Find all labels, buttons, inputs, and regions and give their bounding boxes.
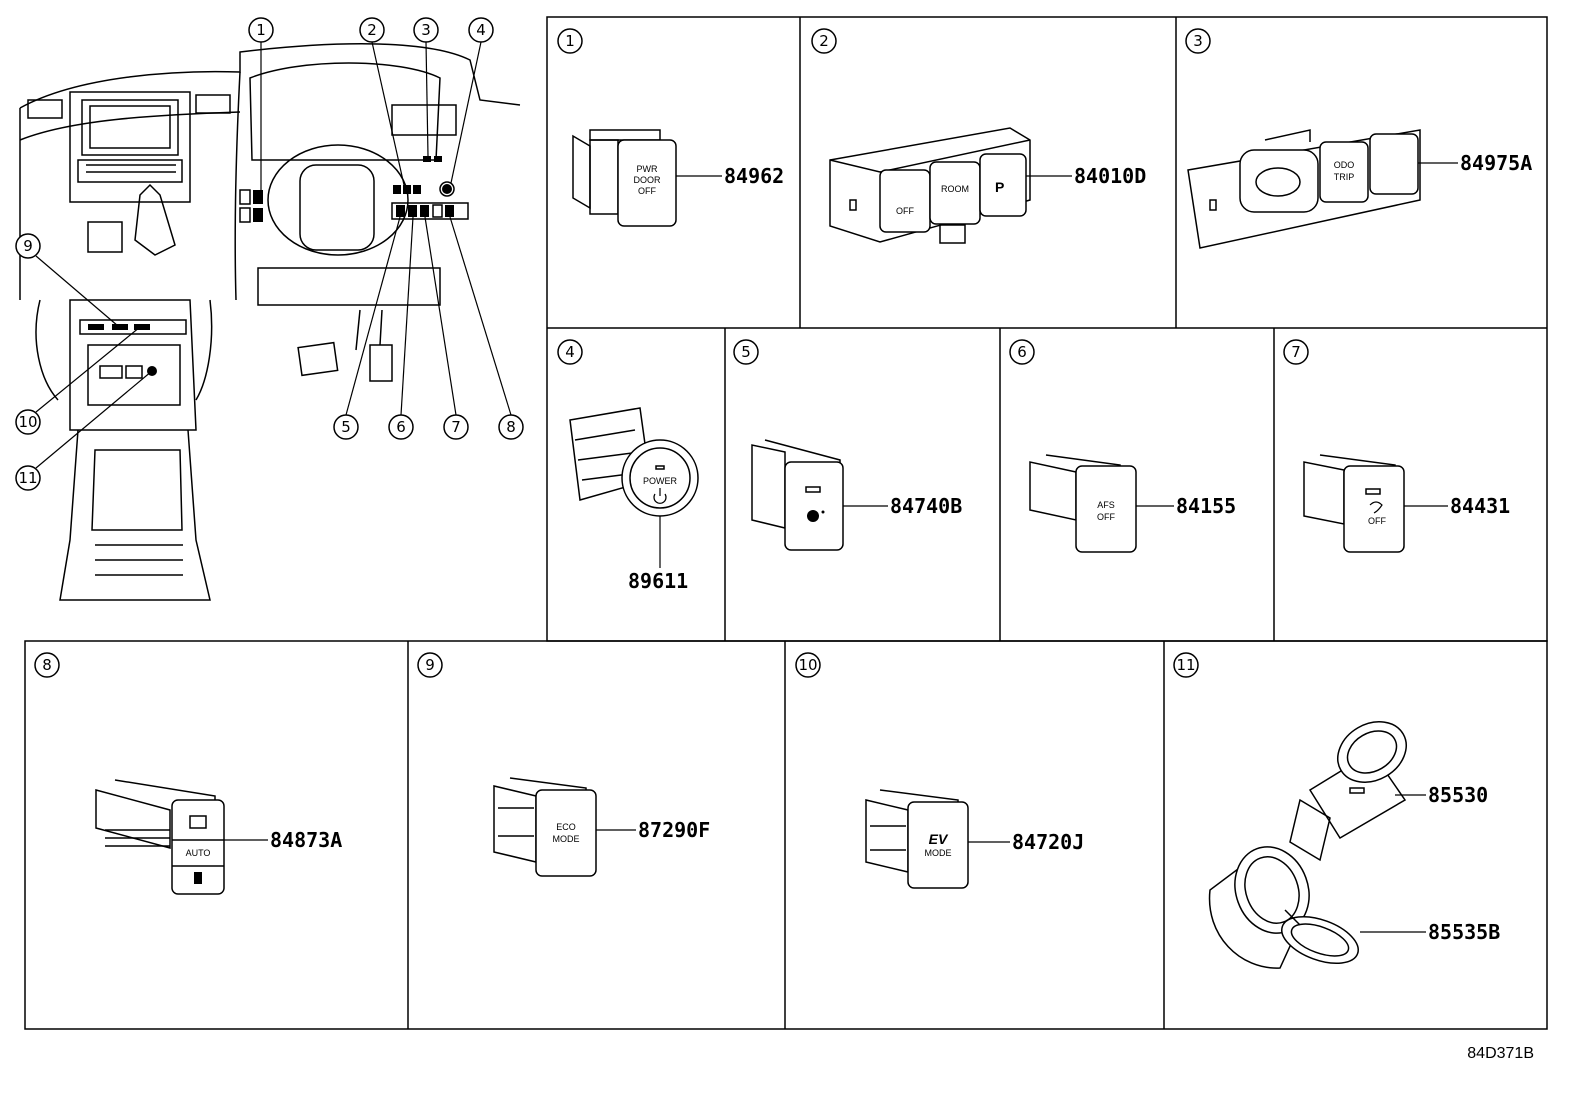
switch-label: ROOM [941, 184, 969, 194]
switch-label: AUTO [186, 848, 211, 858]
panel-11: 11 85530 85535B [1173, 652, 1500, 969]
callout-label: 8 [506, 418, 516, 436]
overview-callout-6: 6 [388, 414, 414, 440]
part-number: 84155 [1176, 494, 1236, 518]
callout-label: 9 [23, 237, 33, 255]
panel-10: 10 EV MODE 84720J [795, 652, 1084, 889]
panel-callout: 2 [819, 32, 829, 50]
switch-label: OFF [1097, 512, 1115, 522]
part-number: 85530 [1428, 783, 1488, 807]
overview-callout-2: 2 [359, 17, 385, 43]
combination-switch: OFF ROOM P [829, 127, 1031, 244]
part-number: 87290F [638, 818, 710, 842]
switch-label: ODO [1334, 160, 1355, 170]
switch-label: EV [929, 831, 949, 847]
overview-callout-10: 10 [15, 409, 41, 435]
diagram-code: 84D371B [1467, 1045, 1534, 1062]
part-number: 84720J [1012, 830, 1084, 854]
callout-label: 4 [476, 21, 486, 39]
panel-callout: 11 [1176, 656, 1195, 674]
vsc-off-switch: OFF [1303, 454, 1405, 553]
switch-label: P [995, 179, 1004, 195]
part-number: 84975A [1460, 151, 1532, 175]
part-number: 85535B [1428, 920, 1500, 944]
panel-callout: 4 [565, 343, 575, 361]
switch-label: OFF [638, 186, 656, 196]
switch-label: POWER [643, 476, 678, 486]
power-symbol-icon [653, 488, 667, 504]
switch-label: TRIP [1334, 172, 1355, 182]
panel-4: 4 POWER 89611 [557, 339, 699, 593]
overview-callout-1: 1 [248, 17, 274, 43]
overview-callout-8: 8 [498, 414, 524, 440]
callout-label: 5 [341, 418, 351, 436]
overview-callout-4: 4 [468, 17, 494, 43]
part-number: 84010D [1074, 164, 1146, 188]
headlight-switch [751, 439, 844, 551]
switch-label: DOOR [634, 175, 662, 185]
callout-label: 10 [18, 413, 37, 431]
switch-label: PWR [637, 164, 658, 174]
panel-8: 8 AUTO 84873A [34, 652, 342, 895]
panel-7: 7 OFF 84431 [1283, 339, 1510, 553]
overview-callout-7: 7 [443, 414, 469, 440]
headlight-icon [807, 510, 825, 522]
panel-9: 9 ECO MODE 87290F [417, 652, 710, 877]
callout-label: 3 [421, 21, 431, 39]
pwr-door-switch: PWR DOOR OFF [572, 129, 677, 227]
ev-mode-switch: EV MODE [865, 789, 969, 889]
part-number: 89611 [628, 569, 688, 593]
eco-mode-switch: ECO MODE [493, 777, 597, 877]
panel-callout: 8 [42, 656, 52, 674]
callout-label: 2 [367, 21, 377, 39]
panel-5: 5 84740B [733, 339, 962, 551]
switch-label: AFS [1097, 500, 1115, 510]
part-number: 84962 [724, 164, 784, 188]
overview-callout-11: 11 [15, 465, 41, 491]
panel-callout: 5 [741, 343, 751, 361]
switch-label: MODE [553, 834, 580, 844]
vsc-icon [1369, 501, 1383, 514]
overview-callout-9: 9 [15, 233, 41, 259]
panel-6: 6 AFS OFF 84155 [1009, 339, 1236, 553]
part-number: 84740B [890, 494, 962, 518]
callout-label: 7 [451, 418, 461, 436]
afs-off-switch: AFS OFF [1029, 454, 1137, 553]
power-outlet [1289, 721, 1407, 862]
panel-3: 3 ODO TRIP 84975A [1185, 28, 1532, 249]
part-number: 84431 [1450, 494, 1510, 518]
steering-pad-switch: ODO TRIP [1187, 129, 1421, 249]
panel-callout: 7 [1291, 343, 1301, 361]
panel-callout: 10 [798, 656, 817, 674]
overview-callout-3: 3 [413, 17, 439, 43]
part-number: 84873A [270, 828, 342, 852]
panel-callout: 1 [565, 32, 575, 50]
switch-label: OFF [1368, 516, 1386, 526]
callout-label: 6 [396, 418, 406, 436]
callout-label: 1 [256, 21, 266, 39]
panel-callout: 9 [425, 656, 435, 674]
callout-label: 11 [18, 469, 37, 487]
panel-callout: 3 [1193, 32, 1203, 50]
panel-grid [24, 16, 1548, 1030]
overview-callout-5: 5 [333, 414, 359, 440]
panel-2: 2 OFF ROOM P 84010D [811, 28, 1146, 244]
panel-1: 1 PWR DOOR OFF 84962 [557, 28, 784, 227]
panel-callout: 6 [1017, 343, 1027, 361]
switch-label: MODE [925, 848, 952, 858]
switch-label: ECO [556, 822, 576, 832]
auto-leveling-switch: AUTO [95, 779, 225, 895]
switch-label: OFF [896, 206, 914, 216]
outlet-cover [1208, 846, 1359, 969]
dashboard-overview: 1 2 3 4 5 6 7 8 [15, 17, 524, 601]
power-switch: POWER [569, 407, 699, 517]
